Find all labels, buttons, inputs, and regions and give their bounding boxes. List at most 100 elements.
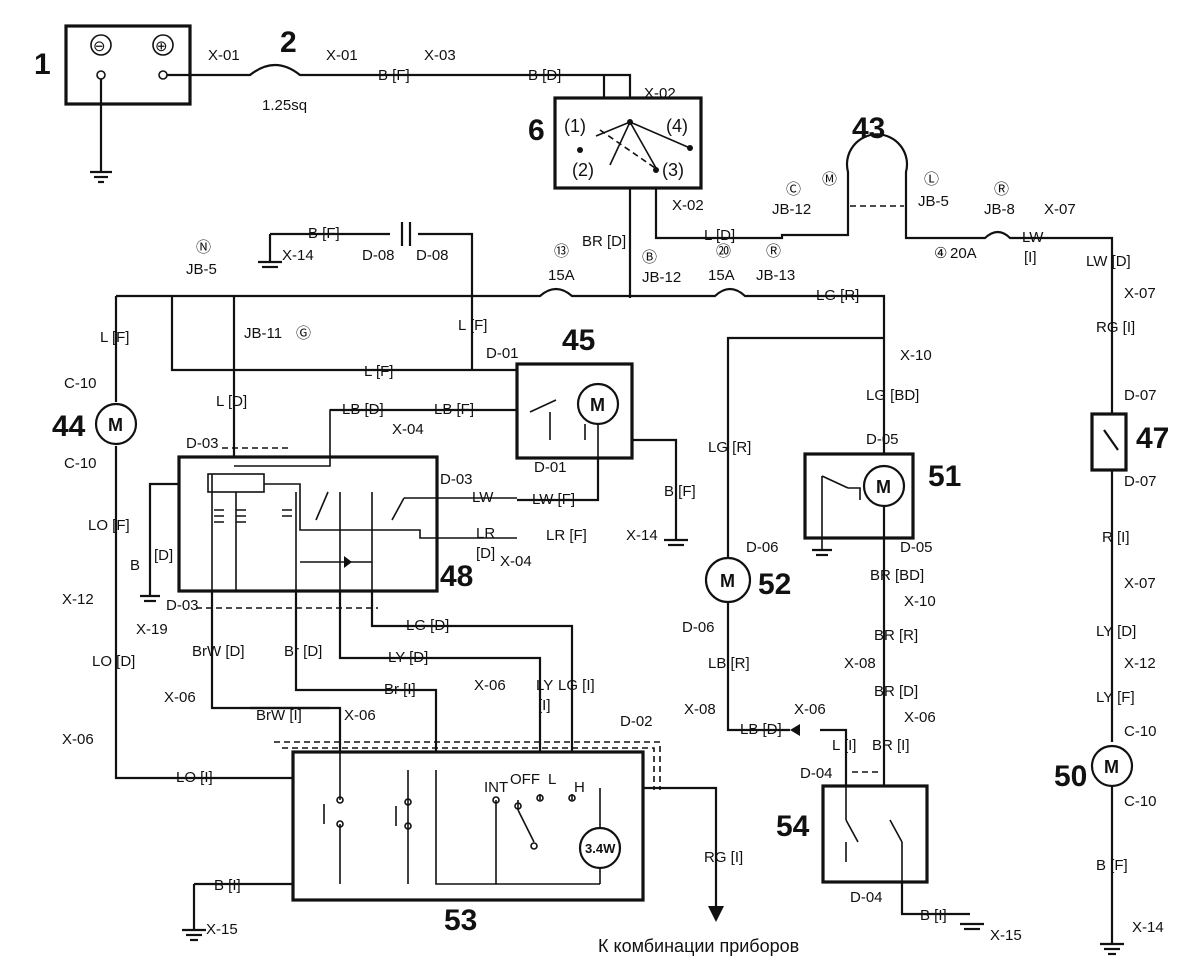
motor-symbol-45: M: [590, 395, 605, 415]
wire-label: D-03: [440, 471, 473, 488]
wire-label: X-02: [644, 85, 676, 102]
wire-label: D-02: [620, 713, 653, 730]
wire-label: LG [R]: [816, 287, 859, 304]
wire-label: Ⓒ: [786, 181, 801, 198]
wire-label: B [D]: [528, 67, 561, 84]
wire-label: Br [I]: [384, 681, 416, 698]
wire-label: Br [D]: [284, 643, 322, 660]
wire-label: L [F]: [100, 329, 129, 346]
wire-label: LB [D]: [740, 721, 782, 738]
wire-label: LR: [476, 525, 495, 542]
wire-label: X-06: [904, 709, 936, 726]
switch-box-54: [821, 784, 929, 884]
wire-label: B [I]: [214, 877, 241, 894]
wire-label: JB-12: [642, 269, 681, 286]
wire-label: D-04: [800, 765, 833, 782]
wire-label: D-06: [746, 539, 779, 556]
battery-positive: ⊕: [155, 38, 168, 55]
component-44-label: 44: [52, 410, 86, 443]
wire-label: D-08: [362, 247, 395, 264]
motor-symbol-50: M: [1104, 757, 1119, 777]
switch-box-47: [1090, 412, 1128, 472]
wire-label: LB [R]: [708, 655, 750, 672]
wire-label: [I]: [538, 697, 551, 714]
wire-label: B [F]: [308, 225, 340, 242]
wire-label: X-10: [900, 347, 932, 364]
wire-label: B [F]: [664, 483, 696, 500]
wire-label: D-06: [682, 619, 715, 636]
component-53-label: 53: [444, 904, 477, 937]
wire-label: X-08: [844, 655, 876, 672]
wire-label: JB-5: [918, 193, 949, 210]
wire-label: C-10: [1124, 793, 1157, 810]
battery-negative: ⊖: [93, 38, 106, 55]
wire-label: LB [F]: [434, 401, 474, 418]
wire-label: LW: [472, 489, 494, 506]
ground-icon: [140, 594, 160, 603]
motor-44: [94, 402, 138, 446]
wire-label: LY [D]: [1096, 623, 1136, 640]
ground-icon: [1100, 942, 1124, 956]
wire-label: X-03: [424, 47, 456, 64]
wire-label: X-06: [344, 707, 376, 724]
switch6-terminal-2: (2): [572, 160, 594, 180]
motor-symbol-44: M: [108, 415, 123, 435]
ground-icon: [182, 928, 206, 942]
motor-symbol-51: M: [876, 477, 891, 497]
ground-icon: [812, 548, 832, 557]
ignition-switch-box: [553, 96, 703, 190]
wire-label: BrW [I]: [256, 707, 302, 724]
wire-label: X-01: [326, 47, 358, 64]
wire-label: X-14: [626, 527, 658, 544]
wire-label: LG [R]: [708, 439, 751, 456]
washer-motor-45-internals: [529, 382, 620, 462]
ground-icon: [960, 922, 984, 931]
wiper-switch-53-internals: [323, 752, 622, 885]
wire-label: X-19: [136, 621, 168, 638]
wire-label: RG [I]: [704, 849, 743, 866]
wire-label: LB [D]: [342, 401, 384, 418]
wire-label: LW [F]: [532, 491, 575, 508]
switch53-h: H: [574, 779, 585, 796]
wire-label: LG [BD]: [866, 387, 919, 404]
switch53-off: OFF: [510, 771, 540, 788]
wire-label: [D]: [476, 545, 495, 562]
switch-54-internals: [845, 771, 903, 882]
ground-icon: [664, 538, 688, 547]
wire-label: ④: [934, 245, 947, 262]
wire-label: LW [D]: [1086, 253, 1131, 270]
wire-label: Ⓡ: [994, 181, 1009, 198]
wire-label: X-01: [208, 47, 240, 64]
motor-box-51: [803, 452, 915, 540]
ignition-switch-contacts: [577, 119, 693, 173]
component-48-label: 48: [440, 560, 473, 593]
wire-label: ⑳: [716, 243, 731, 260]
wire-label: LG [I]: [558, 677, 595, 694]
wire-label: D-05: [900, 539, 933, 556]
wire-label: Ⓜ: [822, 171, 837, 188]
wire-label: X-06: [794, 701, 826, 718]
wire-label: X-12: [62, 591, 94, 608]
component-50-label: 50: [1054, 760, 1087, 793]
wire-labels: X-01 X-01 B [F] X-03 B [D] X-02 X-02 B R …: [62, 47, 1164, 944]
wire-label: X-14: [1132, 919, 1164, 936]
wire-label: X-02: [672, 197, 704, 214]
wire-label: C-10: [64, 455, 97, 472]
wire-label: R [I]: [1102, 529, 1130, 546]
component-43-label: 43: [852, 112, 885, 145]
wire-label: X-04: [500, 553, 532, 570]
wire-label: X-12: [1124, 655, 1156, 672]
wire-label: X-07: [1044, 201, 1076, 218]
component-6-label: 6: [528, 114, 545, 147]
wire-label: B [F]: [378, 67, 410, 84]
wire-label: D-01: [486, 345, 519, 362]
wire-label: ⑬: [554, 243, 569, 260]
wire-label: LO [I]: [176, 769, 213, 786]
wire-label: Ⓑ: [642, 249, 657, 266]
wire-label: D-07: [1124, 473, 1157, 490]
wire-label: L [D]: [216, 393, 247, 410]
wire-label: B: [130, 557, 140, 574]
wire-label: L [F]: [458, 317, 487, 334]
motor-43-coil: [845, 133, 909, 180]
wire-label: X-07: [1124, 575, 1156, 592]
